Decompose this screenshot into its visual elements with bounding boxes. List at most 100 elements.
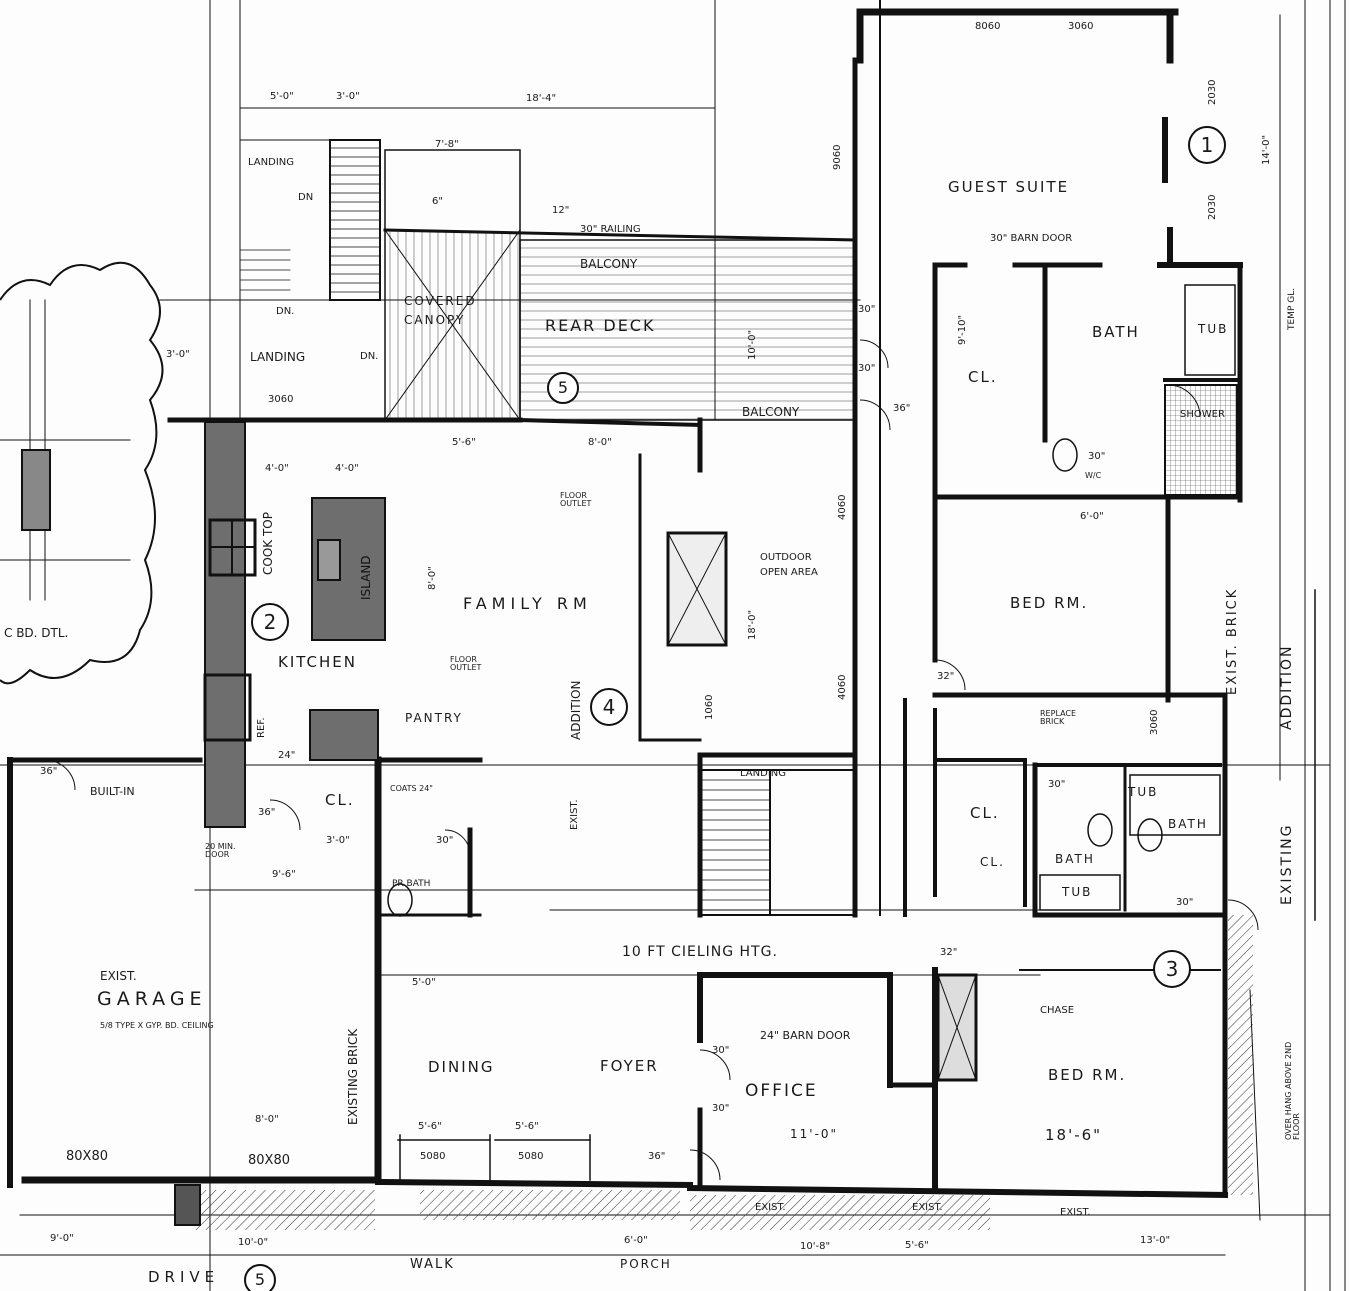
room-bedroom-two: Bed Rm.	[1010, 594, 1089, 612]
closet-hall-1: Cl.	[970, 804, 1000, 822]
exist-wall-hatch	[1228, 915, 1253, 1195]
window-code: 5080	[420, 1151, 446, 1162]
closet-kitchen: Cl.	[325, 791, 355, 809]
door-swing	[269, 799, 301, 831]
exist-slab-hatch	[690, 1195, 990, 1230]
dimension: 9'-10"	[957, 314, 968, 345]
dimension: 3'-0"	[336, 91, 360, 102]
room-tub-right: Tub	[1128, 785, 1159, 799]
exist-note-2: Exist.	[912, 1202, 943, 1213]
dimension: 10'-8"	[800, 1241, 831, 1252]
exist-label-mid: Exist.	[569, 799, 580, 830]
dimension: 4'-0"	[265, 463, 289, 474]
stair-down-3: DN.	[360, 351, 379, 362]
toilet	[1052, 438, 1078, 472]
existing-label-right: Existing	[1279, 823, 1295, 905]
door-swing	[1167, 384, 1201, 418]
room-dining: Dining	[428, 1058, 495, 1076]
dimension: 11'-0"	[790, 1127, 839, 1141]
dimension: 6"	[432, 196, 443, 207]
wall	[517, 417, 703, 428]
closet-guest: Cl.	[968, 368, 998, 386]
door-swing	[44, 759, 76, 791]
toilet	[1087, 813, 1113, 847]
replace-brick-note: Replace Brick	[1040, 709, 1077, 726]
room-guest-bath: Bath	[1092, 323, 1140, 341]
landing-upper: Landing	[248, 157, 295, 168]
dimension: 6'-0"	[624, 1235, 648, 1246]
dimension: 3'-0"	[326, 835, 350, 846]
section-marker: 2	[251, 603, 289, 641]
door-swing	[859, 339, 889, 369]
room-shower: Shower	[1180, 409, 1225, 420]
tub	[1184, 284, 1236, 376]
exist-brick-label: Exist. Brick	[1225, 587, 1240, 695]
dimension: 18'-6"	[1045, 1126, 1103, 1144]
dimension: 7'-8"	[435, 139, 459, 150]
room-bath-right: Bath	[1168, 817, 1208, 831]
dimension: 5'-0"	[412, 977, 436, 988]
garage-door-code: 80X80	[248, 1153, 290, 1168]
floor-outlet-1: Floor Outlet	[560, 491, 592, 508]
window-code: 4060	[837, 674, 848, 700]
wall	[686, 1184, 1229, 1199]
door-swing	[1227, 899, 1259, 931]
room-rear-deck: Rear Deck	[545, 316, 656, 335]
detail-column	[21, 449, 51, 531]
tempered-glass-note: Temp Gl.	[1287, 287, 1297, 330]
dimension: 36"	[40, 766, 58, 777]
window-code: 8060	[975, 21, 1001, 32]
door-swing	[934, 659, 966, 691]
refrigerator-note: Ref.	[256, 717, 267, 738]
dimension: 3'-0"	[166, 349, 190, 360]
stair-down-1: DN	[298, 192, 314, 203]
exist-note-1: Exist.	[1060, 1207, 1091, 1218]
railing	[383, 228, 857, 242]
tub	[1129, 774, 1221, 836]
chase-x	[937, 974, 977, 1081]
dimension: 30"	[858, 363, 876, 374]
dimension: 10'-0"	[747, 329, 758, 360]
pantry-cabinet	[309, 709, 379, 761]
dimension: 36"	[258, 807, 276, 818]
dimension: 36"	[648, 1151, 666, 1162]
landing-stair: Landing	[740, 768, 787, 779]
detail-callout-label: C Bd. Dtl.	[4, 626, 69, 640]
dimension: 8'-0"	[255, 1114, 279, 1125]
canopy-x	[384, 229, 521, 421]
walk-hatch	[195, 1190, 375, 1230]
addition-label-right: Addition	[1279, 644, 1295, 730]
wc-note: W/C	[1085, 471, 1102, 480]
dimension: 30"	[1176, 897, 1194, 908]
porch-hatch	[420, 1190, 680, 1220]
outdoor-open-area-note: Outdoor Open Area	[760, 552, 818, 578]
dimension: 8'-0"	[427, 566, 438, 590]
room-bedroom-three: Bed Rm.	[1048, 1066, 1127, 1084]
door-swing	[699, 1049, 731, 1081]
main-stair	[699, 769, 856, 916]
porch-label: Porch	[620, 1257, 672, 1271]
closet-hall-2: Cl.	[980, 855, 1005, 869]
room-kitchen: Kitchen	[278, 653, 357, 671]
room-guest-suite: Guest Suite	[948, 178, 1070, 196]
railing-note: 30" Railing	[580, 224, 641, 235]
dimension: 9'-6"	[272, 869, 296, 880]
addition-label-mid: Addition	[569, 680, 583, 740]
tub	[1039, 874, 1121, 911]
covered-canopy	[384, 149, 521, 421]
revision-cloud	[0, 261, 164, 685]
room-powder-bath: PR Bath	[392, 879, 431, 889]
dimension: 5'-6"	[515, 1121, 539, 1132]
coats-closet-note: Coats 24"	[390, 784, 433, 793]
dimension: 36"	[893, 403, 911, 414]
balcony-label-top: Balcony	[580, 257, 638, 271]
dimension: 5'-0"	[270, 91, 294, 102]
dimension: 5'-6"	[418, 1121, 442, 1132]
stair-landing	[239, 139, 331, 301]
room-guest-tub: Tub	[1198, 322, 1229, 336]
window-code: 5080	[518, 1151, 544, 1162]
barn-door-note-guest: 30" Barn Door	[990, 233, 1073, 244]
toilet	[1137, 818, 1163, 852]
cook-top-label: Cook Top	[261, 512, 275, 575]
